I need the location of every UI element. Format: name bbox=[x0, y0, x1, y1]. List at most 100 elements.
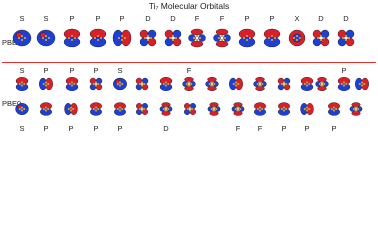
ti-atom bbox=[73, 36, 77, 40]
ti-atom bbox=[118, 109, 122, 112]
ti-atom bbox=[97, 107, 100, 111]
ti-atom bbox=[70, 84, 74, 87]
positive-lobe bbox=[233, 102, 243, 108]
pbe0-top-label: P bbox=[69, 66, 75, 75]
negative-lobe bbox=[188, 34, 196, 42]
negative-lobe bbox=[260, 81, 267, 87]
pbe-orbital-label: S bbox=[43, 14, 49, 23]
ti-atom bbox=[258, 106, 262, 109]
ti-atom bbox=[23, 82, 26, 86]
ti-atom bbox=[303, 82, 306, 86]
pbe0-bottom-label: S bbox=[19, 124, 25, 133]
ti-atom bbox=[236, 109, 240, 112]
ti-atom bbox=[345, 82, 348, 86]
ti-atom bbox=[146, 34, 150, 38]
ti-atom bbox=[341, 36, 345, 40]
positive-lobe bbox=[190, 40, 204, 48]
ti-atom bbox=[94, 81, 98, 84]
ti-atom bbox=[67, 107, 70, 111]
ti-atom bbox=[217, 36, 221, 40]
ti-atom bbox=[285, 107, 288, 111]
ti-atom bbox=[167, 82, 170, 86]
ti-atom bbox=[354, 109, 358, 112]
positive-lobe bbox=[161, 110, 171, 116]
ti-atom bbox=[44, 84, 48, 87]
pbe0-bottom-label: P bbox=[304, 124, 310, 133]
ti-atom bbox=[20, 109, 24, 112]
ti-atom bbox=[99, 36, 103, 40]
ti-atom bbox=[20, 106, 24, 109]
negative-lobe bbox=[139, 37, 149, 47]
ti-atom bbox=[319, 34, 323, 38]
positive-lobe bbox=[351, 102, 361, 108]
ti-atom bbox=[220, 34, 224, 38]
negative-lobe bbox=[182, 81, 189, 87]
pbe0-row-label: PBE0 bbox=[2, 99, 22, 108]
pbe0-top-label: P bbox=[93, 66, 99, 75]
positive-lobe bbox=[164, 29, 174, 39]
ti-atom bbox=[190, 82, 193, 86]
ti-atom bbox=[149, 36, 153, 40]
negative-lobe bbox=[159, 83, 173, 91]
pbe-orbital-label: P bbox=[119, 14, 125, 23]
ti-atom bbox=[223, 36, 227, 40]
ti-atom bbox=[295, 38, 299, 42]
ti-atom bbox=[187, 81, 191, 84]
ti-atom bbox=[164, 109, 168, 112]
pbe0-bottom-label: P bbox=[68, 124, 74, 133]
ti-atom bbox=[236, 106, 240, 109]
ti-atom bbox=[303, 107, 306, 111]
ti-atom bbox=[344, 34, 348, 38]
ti-atom bbox=[318, 82, 321, 86]
ti-atom bbox=[162, 107, 165, 111]
ti-atom bbox=[352, 107, 355, 111]
positive-lobe bbox=[207, 77, 217, 82]
pbe-orbital-label: S bbox=[19, 14, 25, 23]
negative-lobe bbox=[147, 29, 157, 39]
ti-atom bbox=[358, 82, 361, 86]
positive-lobe bbox=[215, 28, 229, 36]
ti-atom bbox=[282, 84, 286, 87]
positive-lobe bbox=[172, 37, 182, 47]
ti-atom bbox=[93, 36, 97, 40]
ti-atom bbox=[280, 107, 283, 111]
positive-lobe bbox=[147, 37, 157, 47]
ti-atom bbox=[44, 38, 48, 42]
negative-lobe bbox=[198, 34, 206, 42]
negative-lobe bbox=[315, 81, 322, 87]
ti-atom bbox=[308, 107, 311, 111]
ti-atom bbox=[120, 34, 124, 38]
negative-lobe bbox=[345, 29, 355, 39]
positive-lobe bbox=[190, 28, 204, 36]
negative-lobe bbox=[65, 83, 79, 91]
ti-atom bbox=[69, 109, 73, 112]
ti-atom bbox=[332, 106, 336, 109]
pbe-orbital-label: P bbox=[244, 14, 250, 23]
negative-lobe bbox=[253, 81, 260, 87]
ti-atom bbox=[335, 107, 338, 111]
pbe0-top-label: S bbox=[19, 66, 25, 75]
pbe-orbital-label: D bbox=[343, 14, 349, 23]
ti-atom bbox=[42, 82, 45, 86]
ti-atom bbox=[92, 82, 95, 86]
ti-atom bbox=[42, 107, 45, 111]
positive-lobe bbox=[233, 110, 243, 116]
positive-lobe bbox=[317, 77, 327, 82]
ti-atom bbox=[97, 82, 100, 86]
negative-lobe bbox=[89, 36, 107, 48]
pbe-orbital-label: F bbox=[219, 14, 225, 23]
positive-lobe bbox=[345, 37, 355, 47]
ti-atom bbox=[96, 34, 100, 38]
ti-atom bbox=[73, 82, 76, 86]
negative-lobe bbox=[300, 83, 314, 91]
negative-lobe bbox=[263, 36, 281, 48]
pbe-orbital-label: D bbox=[145, 14, 151, 23]
ti-atom bbox=[174, 36, 178, 40]
positive-lobe bbox=[317, 86, 327, 91]
ti-atom bbox=[237, 82, 240, 86]
pbe0-top-label: P bbox=[341, 66, 347, 75]
ti-atom bbox=[280, 82, 283, 86]
pbe0-top-label: P bbox=[43, 66, 49, 75]
ti-atom bbox=[140, 81, 144, 84]
ti-atom bbox=[248, 36, 252, 40]
